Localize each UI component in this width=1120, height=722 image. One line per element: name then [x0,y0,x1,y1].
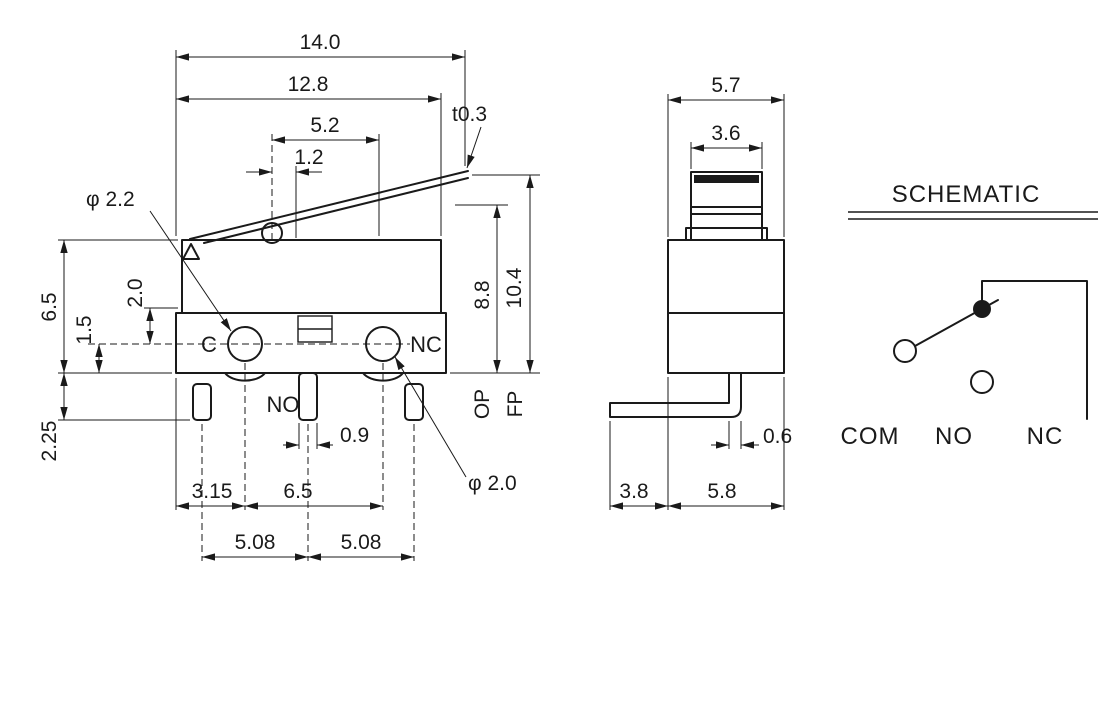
side-button-cap-band [694,175,759,183]
dim-op-height-label: 8.8 [471,280,494,309]
front-view-dimension-lines [60,53,534,561]
note-hole-c-diameter-label: φ 2.2 [86,188,135,211]
dim-body-length-label: 12.8 [288,73,329,96]
schematic-no-label: NO [935,423,973,450]
terminal-hole-c [227,326,263,362]
label-op: OP [471,389,494,419]
pin-c [192,383,212,421]
lever-arm [189,170,469,244]
front-view-centerlines [88,134,415,561]
terminal-nc-label: NC [410,332,442,357]
schematic-nc-contact [973,300,991,318]
dim-2-0-label: 2.0 [124,278,147,307]
schematic: SCHEMATIC COM NO NC [841,181,1098,450]
schematic-no-contact [970,370,994,394]
side-button-flange [685,227,768,241]
side-view-dimension-lines [610,96,784,510]
note-hole-nc-diameter-label: φ 2.0 [468,472,517,495]
dim-fp-height-label: 10.4 [503,267,526,308]
dim-lever-span-label: 5.2 [310,114,339,137]
dim-pin-width-label: 0.9 [340,424,369,447]
leader-lever-thickness [466,126,482,169]
dim-pin-thickness-label: 0.6 [763,425,792,448]
schematic-title: SCHEMATIC [892,181,1041,208]
dim-pin-length-label: 2.25 [38,421,61,462]
leader-hole-c [149,210,232,332]
side-view-extension-lines [609,94,785,510]
schematic-nc-wire [981,280,1088,420]
lever-pivot-tab [182,243,200,260]
dim-button-width-label: 3.6 [711,122,740,145]
schematic-title-rules [848,211,1098,220]
dim-side-width-label: 5.7 [711,74,740,97]
terminal-pins [192,372,424,421]
schematic-com-contact [893,339,917,363]
switch-body-outline [175,239,447,382]
dim-hinge-offset-label: 1.2 [294,146,323,169]
dim-body-height-label: 6.5 [38,292,61,321]
label-fp: FP [504,391,527,418]
side-bent-pin [609,372,742,418]
schematic-com-label: COM [841,423,900,450]
dim-pin-pitch-right-label: 5.08 [341,531,382,554]
pin-no [298,372,318,421]
dim-hole-pitch-label: 6.5 [283,480,312,503]
dim-overall-length-label: 14.0 [300,31,341,54]
terminal-no-label: NO [267,392,300,417]
note-lever-thickness-label: t0.3 [452,103,487,126]
plunger-window [297,315,333,343]
terminal-hole-nc [365,326,401,362]
dim-5-8-label: 5.8 [707,480,736,503]
schematic-nc-label: NC [1027,423,1064,450]
pin-nc [404,383,424,421]
leader-hole-nc [394,356,467,478]
front-view: 14.0 12.8 5.2 1.2 t0.3 φ 2.2 6.5 2.0 1.5… [38,31,540,561]
terminal-c-label: C [201,332,217,357]
side-body-outline [609,171,785,418]
dim-3-8-label: 3.8 [619,480,648,503]
dim-1-5-label: 1.5 [73,315,96,344]
dim-pin-pitch-left-label: 5.08 [235,531,276,554]
dim-3-15-label: 3.15 [192,480,233,503]
side-view: 5.7 3.6 0.6 3.8 5.8 [609,74,792,510]
